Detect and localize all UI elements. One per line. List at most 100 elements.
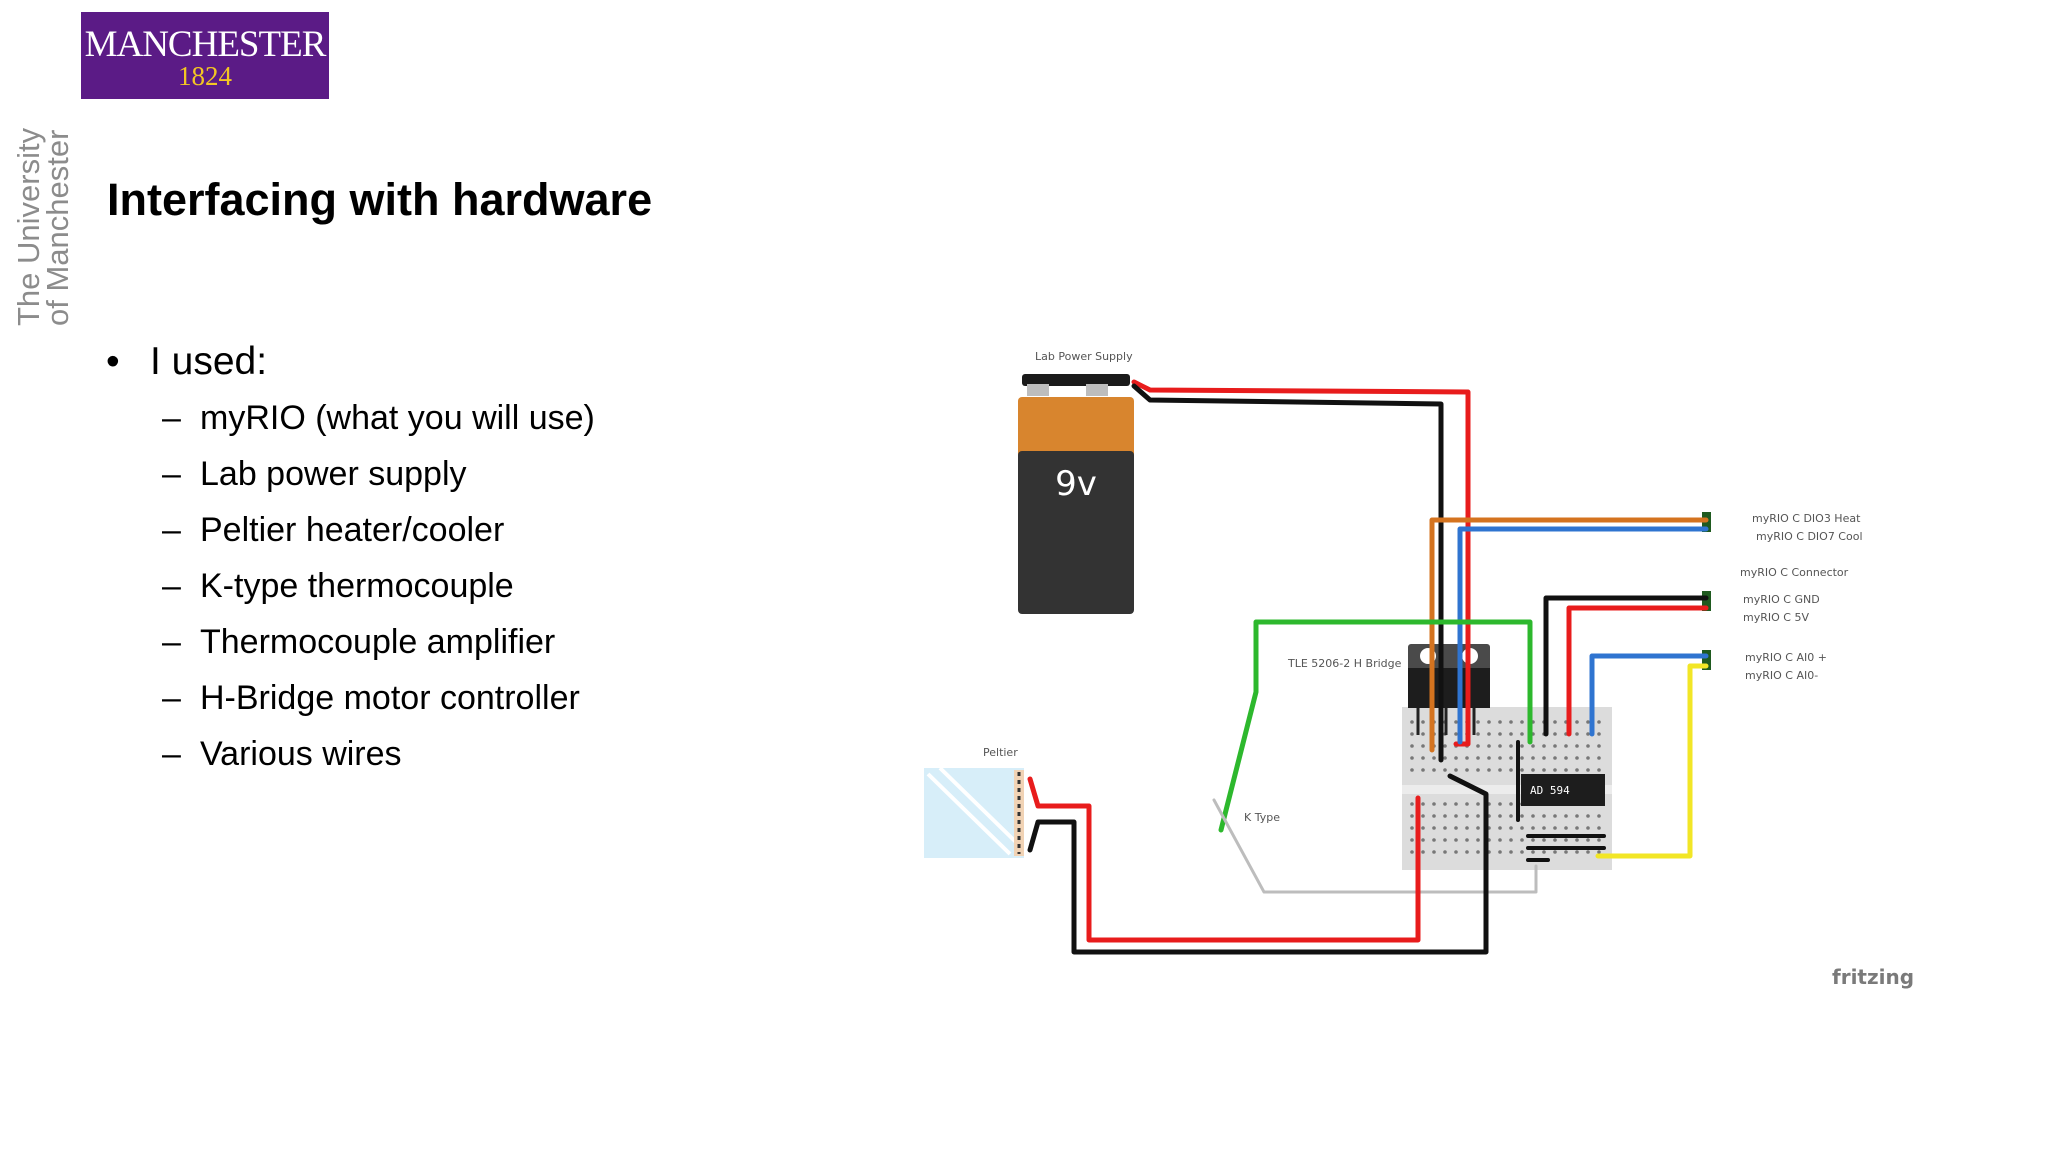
breadboard-hole	[1432, 756, 1436, 760]
breadboard-hole	[1531, 744, 1535, 748]
breadboard-hole	[1498, 732, 1502, 736]
breadboard-hole	[1443, 802, 1447, 806]
breadboard-hole	[1586, 720, 1590, 724]
peltier-label: Peltier	[983, 746, 1018, 759]
list-item-text: Various wires	[200, 735, 402, 773]
wires	[1027, 379, 1709, 955]
breadboard-hole	[1542, 850, 1546, 854]
breadboard-hole	[1520, 744, 1524, 748]
breadboard-hole	[1410, 850, 1414, 854]
breadboard-hole	[1564, 756, 1568, 760]
breadboard-hole	[1498, 768, 1502, 772]
diagram-labels: Lab Power Supply Peltier K Type TLE 5206…	[983, 350, 1914, 989]
breadboard-hole	[1454, 720, 1458, 724]
breadboard-hole	[1454, 814, 1458, 818]
breadboard-hole	[1586, 826, 1590, 830]
breadboard-hole	[1586, 768, 1590, 772]
breadboard-hole	[1597, 720, 1601, 724]
wire-yellow-ai0m	[1595, 663, 1709, 859]
breadboard-hole	[1421, 720, 1425, 724]
breadboard-hole	[1575, 814, 1579, 818]
lab-power-supply-label: Lab Power Supply	[1035, 350, 1133, 363]
breadboard-hole	[1476, 732, 1480, 736]
breadboard-hole	[1421, 850, 1425, 854]
dash-symbol: –	[162, 735, 181, 773]
bullet-list: •I used: –myRIO (what you will use) –Lab…	[106, 334, 726, 782]
list-item-text: Lab power supply	[200, 455, 467, 493]
breadboard-hole	[1498, 826, 1502, 830]
fritzing-watermark: fritzing	[1832, 965, 1914, 989]
breadboard-hole	[1410, 838, 1414, 842]
battery: 9v	[1018, 374, 1134, 614]
breadboard-hole	[1520, 732, 1524, 736]
amplifier-chip-label: AD 594	[1530, 784, 1570, 797]
manchester-logo: MANCHESTER 1824	[81, 12, 329, 99]
breadboard-hole	[1575, 768, 1579, 772]
breadboard-hole	[1564, 768, 1568, 772]
breadboard-hole	[1575, 838, 1579, 842]
bullet-heading-text: I used:	[150, 340, 268, 383]
wire-black-gnd	[1543, 595, 1709, 737]
breadboard-hole	[1542, 814, 1546, 818]
breadboard-hole	[1421, 802, 1425, 806]
wire-blue-ai0p	[1589, 653, 1709, 737]
breadboard-hole	[1542, 826, 1546, 830]
breadboard-hole	[1421, 768, 1425, 772]
breadboard-hole	[1421, 744, 1425, 748]
breadboard-hole	[1564, 838, 1568, 842]
breadboard-hole	[1542, 744, 1546, 748]
breadboard-hole	[1498, 744, 1502, 748]
breadboard-hole	[1597, 838, 1601, 842]
breadboard-hole	[1421, 826, 1425, 830]
component-list: –myRIO (what you will use) –Lab power su…	[106, 390, 726, 782]
wire-red-peltier	[1027, 776, 1421, 943]
breadboard-hole	[1597, 768, 1601, 772]
breadboard-hole	[1410, 826, 1414, 830]
breadboard-hole	[1509, 768, 1513, 772]
breadboard-hole	[1465, 814, 1469, 818]
battery-voltage-label: 9v	[1055, 464, 1097, 504]
breadboard-hole	[1575, 826, 1579, 830]
bullet-heading: •I used:	[106, 334, 726, 390]
list-item: –Various wires	[106, 726, 726, 782]
breadboard-hole	[1487, 744, 1491, 748]
wire-black-peltier	[1027, 773, 1489, 955]
breadboard-hole	[1476, 720, 1480, 724]
dash-symbol: –	[162, 399, 181, 437]
breadboard-hole	[1476, 826, 1480, 830]
breadboard-hole	[1410, 802, 1414, 806]
h-bridge-label: TLE 5206-2 H Bridge	[1287, 657, 1402, 670]
breadboard-hole	[1575, 720, 1579, 724]
breadboard-hole	[1597, 732, 1601, 736]
breadboard-hole	[1443, 838, 1447, 842]
breadboard-hole	[1476, 768, 1480, 772]
breadboard-hole	[1575, 744, 1579, 748]
breadboard-hole	[1564, 744, 1568, 748]
breadboard-hole	[1509, 850, 1513, 854]
breadboard-hole	[1465, 826, 1469, 830]
breadboard-hole	[1421, 814, 1425, 818]
breadboard-hole	[1454, 768, 1458, 772]
breadboard-hole	[1553, 768, 1557, 772]
breadboard-hole	[1454, 826, 1458, 830]
breadboard-hole	[1553, 814, 1557, 818]
breadboard-hole	[1542, 768, 1546, 772]
breadboard-hole	[1443, 850, 1447, 854]
breadboard-hole	[1520, 814, 1524, 818]
breadboard-hole	[1465, 850, 1469, 854]
list-item: –myRIO (what you will use)	[106, 390, 726, 446]
breadboard-hole	[1487, 768, 1491, 772]
breadboard-hole	[1553, 850, 1557, 854]
dash-symbol: –	[162, 679, 181, 717]
breadboard-hole	[1586, 744, 1590, 748]
breadboard-hole	[1553, 756, 1557, 760]
breadboard-hole	[1564, 850, 1568, 854]
breadboard-hole	[1443, 814, 1447, 818]
breadboard-hole	[1498, 814, 1502, 818]
dash-symbol: –	[162, 567, 181, 605]
breadboard-hole	[1586, 838, 1590, 842]
breadboard-hole	[1531, 768, 1535, 772]
breadboard-hole	[1531, 814, 1535, 818]
breadboard-hole	[1487, 732, 1491, 736]
